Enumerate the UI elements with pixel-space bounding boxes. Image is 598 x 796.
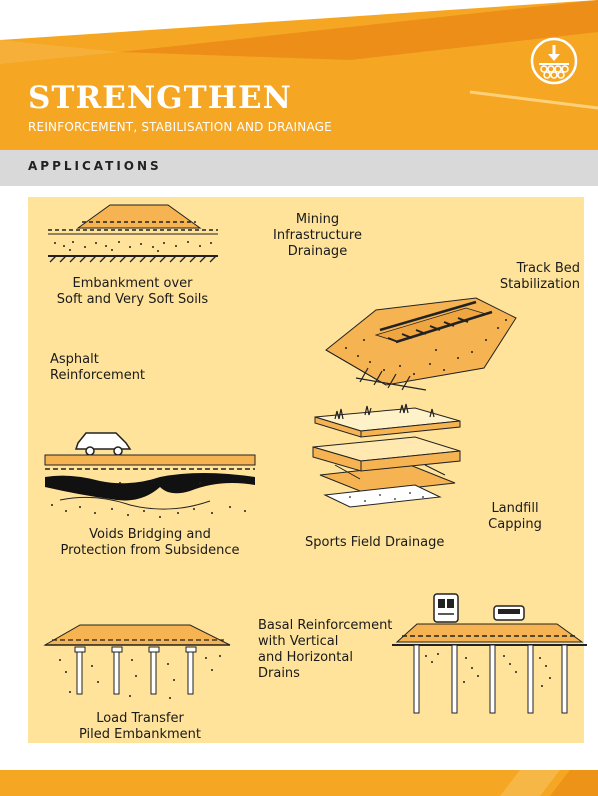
- app-voids-label: Voids Bridging and Protection from Subsi…: [60, 527, 240, 558]
- header-background: [0, 0, 598, 150]
- footer-bar: [0, 770, 598, 796]
- app-load-transfer-label: Load Transfer Piled Embankment: [78, 711, 202, 742]
- app-embankment-label: Embankment over Soft and Very Soft Soils: [56, 276, 209, 307]
- trackbed-illustration: [325, 297, 517, 391]
- app-asphalt-label: Asphalt Reinforcement: [50, 352, 146, 383]
- badge-icon: [530, 37, 578, 85]
- app-basal-label: Basal Reinforcement with Vertical and Ho…: [258, 618, 393, 681]
- header-banner: STRENGTHEN REINFORCEMENT, STABILISATION …: [0, 0, 598, 150]
- page-subtitle: REINFORCEMENT, STABILISATION AND DRAINAG…: [28, 120, 332, 134]
- section-header-band: [0, 150, 598, 186]
- section-title: APPLICATIONS: [28, 159, 162, 173]
- app-sports-field-label: Sports Field Drainage: [305, 535, 445, 550]
- app-trackbed-label: Track Bed Stabilization: [499, 261, 580, 292]
- sports-field-illustration: [312, 403, 461, 508]
- app-mining-label: Mining Infrastructure Drainage: [273, 212, 362, 259]
- app-landfill-label: Landfill Capping: [488, 501, 542, 532]
- basal-reinforcement-illustration: [392, 593, 587, 714]
- piled-embankment-illustration: [43, 624, 231, 699]
- embankment-illustration: [48, 204, 218, 263]
- page-title: STRENGTHEN: [28, 80, 292, 116]
- voids-bridging-illustration: [44, 432, 256, 518]
